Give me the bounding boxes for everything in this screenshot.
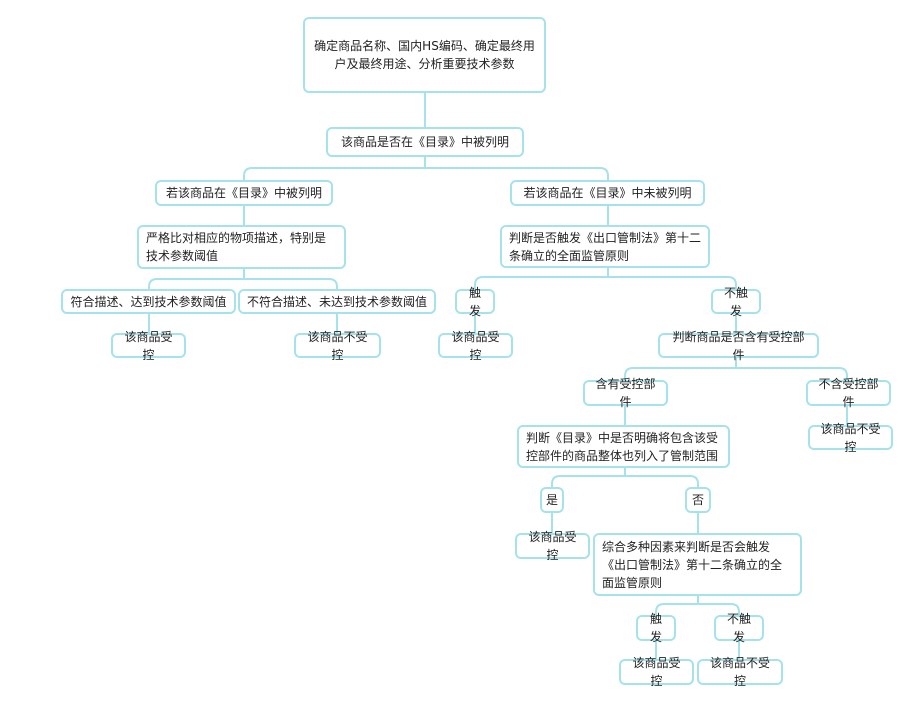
node-question-parts-text: 判断商品是否含有受控部件 (672, 329, 805, 362)
node-has-parts: 含有受控部件 (583, 377, 668, 409)
connector-judge-to-no-trigger (608, 276, 737, 289)
node-no-parts-result: 该商品不受控 (808, 422, 893, 454)
connector-compare-to-meets (148, 268, 245, 289)
node-no-trigger2: 不触发 (714, 612, 764, 644)
node-no: 否 (685, 487, 711, 513)
node-not-meets-text: 不符合描述、未达到技术参数阈值 (247, 294, 428, 309)
node-question-whole: 判断《目录》中是否明确将包含该受控部件的商品整体也列入了管制范围 (517, 425, 730, 468)
node-meets: 符合描述、达到技术参数阈值 (61, 289, 236, 314)
node-not-meets-result: 该商品不受控 (294, 330, 381, 362)
node-question-listed: 该商品是否在《目录》中被列明 (326, 127, 524, 157)
node-compare: 严格比对相应的物项描述，特别是技术参数阈值 (137, 225, 346, 269)
node-yes-text: 是 (546, 493, 559, 507)
node-trigger2: 触发 (636, 612, 676, 644)
connector-parts-to-has (624, 357, 737, 380)
node-meets-result: 该商品受控 (111, 330, 186, 362)
node-trigger2-text: 触发 (649, 612, 662, 644)
node-trigger2-result: 该商品受控 (619, 656, 694, 688)
node-no-parts-text: 不含受控部件 (818, 377, 879, 409)
node-question-listed-text: 该商品是否在《目录》中被列明 (340, 135, 509, 149)
node-no-parts: 不含受控部件 (806, 377, 891, 409)
node-judge-art12-text: 判断是否触发《出口管制法》第十二条确立的全面监管原则 (509, 230, 702, 263)
node-yes-result-text: 该商品受控 (528, 530, 577, 562)
node-trigger-text: 触发 (468, 285, 481, 318)
node-no-trigger: 不触发 (711, 286, 761, 318)
connector-parts-to-no (736, 367, 848, 380)
connector-judge-to-trigger (474, 267, 609, 289)
node-no-trigger2-text: 不触发 (726, 612, 751, 644)
node-judge-art12: 判断是否触发《出口管制法》第十二条确立的全面监管原则 (500, 225, 710, 268)
node-trigger-result: 该商品受控 (438, 330, 513, 362)
node-question-parts: 判断商品是否含有受控部件 (658, 330, 819, 362)
node-no-trigger-text: 不触发 (723, 285, 748, 318)
node-start: 确定商品名称、国内HS编码、确定最终用户及最终用途、分析重要技术参数 (303, 17, 546, 93)
node-trigger2-result-text: 该商品受控 (632, 656, 681, 688)
node-compare-text: 严格比对相应的物项描述，特别是技术参数阈值 (146, 231, 327, 263)
node-not-meets-result-text: 该商品不受控 (307, 329, 368, 362)
node-no-parts-result-text: 该商品不受控 (820, 421, 881, 454)
node-question-whole-text: 判断《目录》中是否明确将包含该受控部件的商品整体也列入了管制范围 (526, 430, 719, 463)
node-comprehensive: 综合多种因素来判断是否会触发《出口管制法》第十二条确立的全面监管原则 (593, 533, 802, 596)
node-meets-text: 符合描述、达到技术参数阈值 (70, 294, 227, 309)
node-listed-text: 若该商品在《目录》中被列明 (165, 186, 322, 200)
node-not-listed-text: 若该商品在《目录》中未被列明 (523, 186, 692, 200)
node-trigger-result-text: 该商品受控 (451, 329, 500, 362)
node-no-trigger2-result: 该商品不受控 (697, 656, 783, 688)
node-start-text: 确定商品名称、国内HS编码、确定最终用户及最终用途、分析重要技术参数 (314, 39, 535, 71)
connector-comprehensive-to-trigger (655, 595, 699, 615)
connector-whole-to-no (625, 475, 699, 487)
connector-whole-to-yes (551, 467, 626, 487)
node-not-meets: 不符合描述、未达到技术参数阈值 (238, 289, 436, 314)
node-not-listed: 若该商品在《目录》中未被列明 (510, 180, 705, 206)
connector-comprehensive-to-no-trigger (698, 603, 740, 615)
node-comprehensive-text: 综合多种因素来判断是否会触发《出口管制法》第十二条确立的全面监管原则 (602, 539, 783, 590)
node-trigger: 触发 (455, 286, 495, 318)
node-yes-result: 该商品受控 (515, 530, 590, 562)
connector-compare-to-not-meets (244, 278, 338, 289)
node-no-text: 否 (692, 493, 705, 507)
connector-question-to-not-listed (425, 167, 609, 180)
node-no-trigger2-result-text: 该商品不受控 (709, 656, 770, 688)
node-has-parts-text: 含有受控部件 (595, 377, 656, 409)
connector-question-to-listed (243, 156, 426, 180)
node-meets-result-text: 该商品受控 (124, 329, 173, 362)
node-listed: 若该商品在《目录》中被列明 (155, 180, 333, 206)
node-yes: 是 (540, 487, 564, 513)
